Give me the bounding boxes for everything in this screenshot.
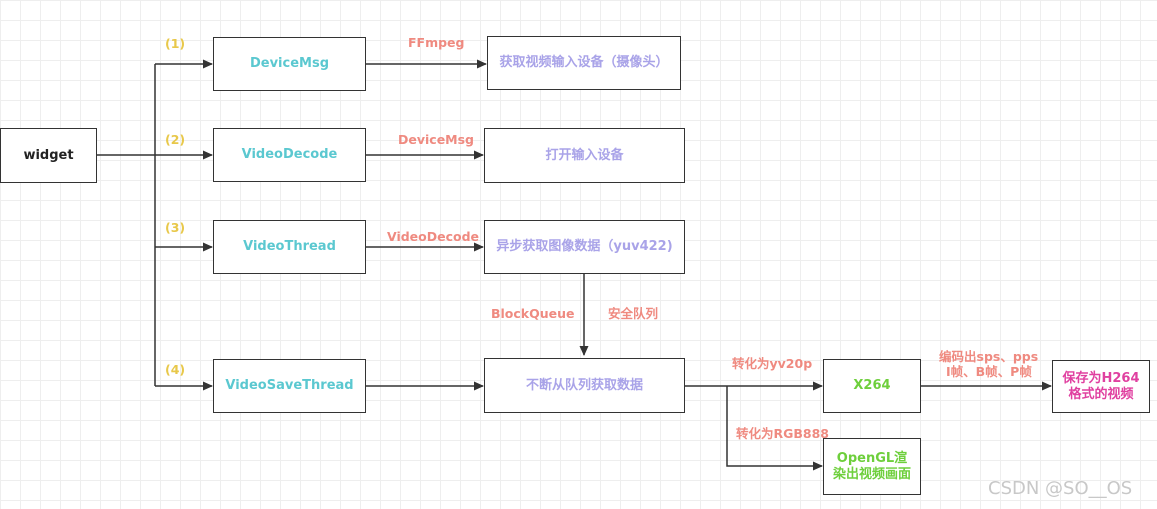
node-save-h264: 保存为H264格式的视频 [1052,360,1150,413]
edge-label-to-yv20p: 转化为yv20p [732,356,813,371]
node-open-device: 打开输入设备 [484,128,685,183]
node-opengl: OpenGL渲染出视频画面 [823,438,921,495]
step-label-2: (2) [165,132,186,147]
edge-label-devicemsg: DeviceMsg [398,132,475,147]
node-x264: X264 [823,359,921,413]
edge-widget-trunk [96,64,156,386]
step-label-3: (3) [165,220,186,235]
node-async-get: 异步获取图像数据（yuv422) [484,220,685,274]
step-label-1: (1) [165,36,186,51]
edge-label-safequeue: 安全队列 [608,306,659,321]
node-videothread: VideoThread [213,220,366,274]
edge-label-encode-2: I帧、B帧、P帧 [946,364,1032,379]
edge-label-to-rgb888: 转化为RGB888 [736,426,830,441]
edge-fetchqueue-opengl [726,386,823,471]
watermark: CSDN @SO__OS [988,478,1133,499]
step-label-4: (4) [165,362,186,377]
edge-label-videodecode: VideoDecode [387,229,480,244]
node-devicemsg: DeviceMsg [213,37,366,91]
edge-label-encode-1: 编码出sps、pps [939,349,1039,364]
node-fetch-queue: 不断从队列获取数据 [484,358,685,413]
node-widget: widget [0,128,97,183]
node-videosavethread: VideoSaveThread [213,359,366,413]
node-get-device: 获取视频输入设备（摄像头） [487,36,681,90]
node-videodecode: VideoDecode [213,128,366,182]
edge-label-blockqueue: BlockQueue [491,306,575,321]
edge-label-ffmpeg: FFmpeg [408,35,465,50]
